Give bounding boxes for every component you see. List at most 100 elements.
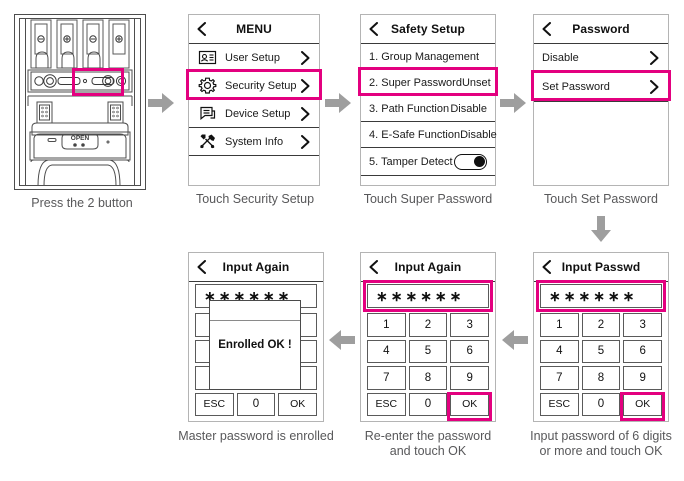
device-illustration: OPEN xyxy=(14,14,146,190)
key-0[interactable]: 0 xyxy=(581,392,621,416)
caption-input-again: Re-enter the password and touch OK xyxy=(344,429,512,459)
safety-item-value: Disable xyxy=(450,102,487,115)
safety-header: Safety Setup xyxy=(361,15,495,44)
dialog-divider xyxy=(210,320,300,321)
id-card-icon xyxy=(197,47,218,68)
menu-item-system-info[interactable]: System Info xyxy=(189,128,319,156)
safety-item-path-function[interactable]: 3. Path Function Disable xyxy=(361,96,495,122)
key-0[interactable]: 0 xyxy=(236,392,276,416)
chevron-right-icon xyxy=(649,80,660,94)
safety-item-group-management[interactable]: 1. Group Management xyxy=(361,44,495,70)
safety-item-esafe-function[interactable]: 4. E-Safe Function Disable xyxy=(361,122,497,148)
back-chevron-icon[interactable] xyxy=(368,260,379,274)
safety-item-label: 3. Path Function xyxy=(369,102,450,115)
key-8[interactable]: 8 xyxy=(408,366,448,390)
menu-item-device-setup[interactable]: Device Setup xyxy=(189,100,319,128)
panel-safety-setup: Safety Setup 1. Group Management 2. Supe… xyxy=(360,14,497,186)
caption-line-2: or more and touch OK xyxy=(539,444,663,458)
password-item-disable[interactable]: Disable xyxy=(534,44,668,73)
chevron-right-icon xyxy=(300,78,311,93)
chevron-right-icon xyxy=(300,134,311,149)
svg-text:OPEN: OPEN xyxy=(71,135,90,142)
back-chevron-icon[interactable] xyxy=(196,260,207,274)
safety-item-label: 4. E-Safe Function xyxy=(369,128,461,141)
key-esc[interactable]: ESC xyxy=(367,392,406,416)
arrow-input-to-again xyxy=(502,330,528,350)
arrow-password-to-input xyxy=(591,216,611,242)
key-5[interactable]: 5 xyxy=(581,339,621,363)
key-6[interactable]: 6 xyxy=(450,339,489,363)
input-again-field[interactable]: ∗∗∗∗∗∗ xyxy=(367,284,489,308)
key-7[interactable]: 7 xyxy=(367,366,406,390)
input-again-header: Input Again xyxy=(361,253,495,282)
key-8[interactable]: 8 xyxy=(581,366,621,390)
chevron-right-icon xyxy=(649,51,660,65)
password-item-label: Set Password xyxy=(542,81,610,93)
input-again-keypad: 1 2 3 4 5 6 7 8 9 ESC 0 OK xyxy=(367,313,489,416)
key-9[interactable]: 9 xyxy=(623,366,662,390)
safety-item-label: 5. Tamper Detect xyxy=(369,155,453,168)
back-chevron-icon[interactable] xyxy=(196,22,207,36)
panel-password: Password Disable Set Password xyxy=(533,14,669,186)
back-chevron-icon[interactable] xyxy=(541,260,552,274)
menu-item-user-setup[interactable]: User Setup xyxy=(189,44,319,72)
back-chevron-icon[interactable] xyxy=(541,22,552,36)
menu-item-label: System Info xyxy=(225,135,284,148)
key-7[interactable]: 7 xyxy=(540,366,579,390)
menu-item-security-setup[interactable]: Security Setup xyxy=(189,72,319,100)
caption-line-1: Re-enter the password xyxy=(364,429,492,443)
chevron-right-icon xyxy=(300,50,311,65)
key-2[interactable]: 2 xyxy=(581,313,621,337)
safety-item-tamper-detect[interactable]: 5. Tamper Detect xyxy=(361,148,495,176)
back-chevron-icon[interactable] xyxy=(368,22,379,36)
key-ok[interactable]: OK xyxy=(278,392,317,416)
password-item-label: Disable xyxy=(542,52,579,64)
key-6[interactable]: 6 xyxy=(623,339,662,363)
input-passwd-keypad: 1 2 3 4 5 6 7 8 9 ESC 0 OK xyxy=(540,313,662,416)
caption-input-passwd: Input password of 6 digits or more and t… xyxy=(517,429,684,459)
safety-title: Safety Setup xyxy=(391,22,465,36)
key-ok[interactable]: OK xyxy=(623,392,662,416)
safety-item-label: 1. Group Management xyxy=(369,50,480,63)
arrow-menu-to-safety xyxy=(325,93,351,113)
input-passwd-title: Input Passwd xyxy=(561,260,641,274)
password-title: Password xyxy=(572,22,630,36)
key-1[interactable]: 1 xyxy=(540,313,579,337)
key-5[interactable]: 5 xyxy=(408,339,448,363)
caption-menu: Touch Security Setup xyxy=(195,192,315,206)
key-esc[interactable]: ESC xyxy=(195,392,234,416)
key-ok[interactable]: OK xyxy=(450,392,489,416)
enrolled-header: Input Again xyxy=(189,253,323,282)
arrow-again-to-enrolled xyxy=(329,330,355,350)
device-chat-icon xyxy=(197,103,218,124)
key-3[interactable]: 3 xyxy=(623,313,662,337)
enrolled-title: Input Again xyxy=(222,260,290,274)
password-header: Password xyxy=(534,15,668,44)
panel-menu: MENU User Setup Security Setup Dev xyxy=(188,14,320,186)
caption-safety: Touch Super Password xyxy=(363,192,493,206)
key-3[interactable]: 3 xyxy=(450,313,489,337)
tamper-detect-toggle[interactable] xyxy=(454,153,487,170)
input-passwd-field[interactable]: ∗∗∗∗∗∗ xyxy=(540,284,662,308)
menu-item-label: Device Setup xyxy=(225,107,291,120)
input-again-title: Input Again xyxy=(394,260,462,274)
key-0[interactable]: 0 xyxy=(408,392,448,416)
key-1[interactable]: 1 xyxy=(367,313,406,337)
menu-title: MENU xyxy=(236,22,272,36)
input-passwd-header: Input Passwd xyxy=(534,253,668,282)
key-2[interactable]: 2 xyxy=(408,313,448,337)
key-9[interactable]: 9 xyxy=(450,366,489,390)
menu-item-label: User Setup xyxy=(225,51,281,64)
menu-item-label: Security Setup xyxy=(225,79,297,92)
dialog-message: Enrolled OK ! xyxy=(218,339,292,351)
safety-item-label: 2. Super Password xyxy=(369,76,462,89)
safety-item-super-password[interactable]: 2. Super Password Unset xyxy=(361,70,495,96)
tools-icon xyxy=(197,131,218,152)
key-4[interactable]: 4 xyxy=(540,339,579,363)
toggle-knob xyxy=(474,155,485,167)
key-4[interactable]: 4 xyxy=(367,339,406,363)
safety-item-value: Unset xyxy=(461,76,491,89)
password-item-set-password[interactable]: Set Password xyxy=(534,73,668,102)
key-esc[interactable]: ESC xyxy=(540,392,579,416)
